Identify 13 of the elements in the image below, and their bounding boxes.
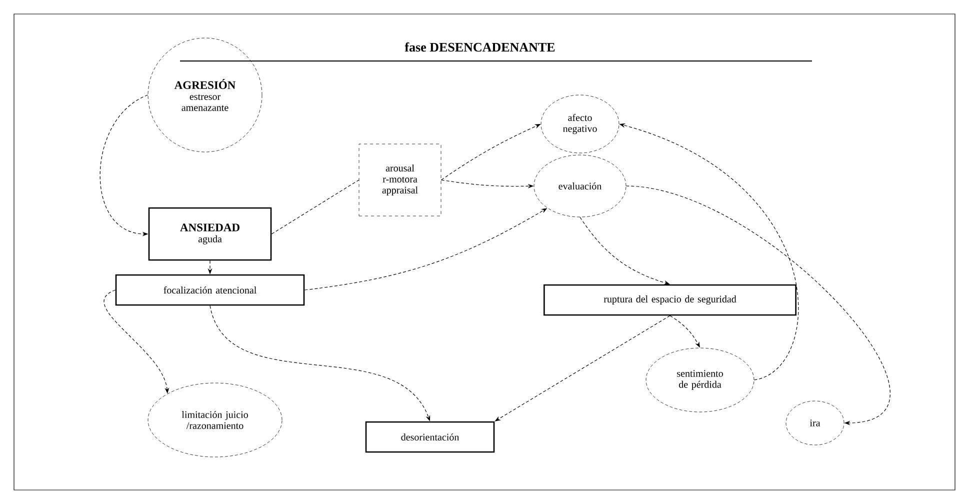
process-box: arousal r-motora appraisal xyxy=(358,144,442,216)
process-box: desorientación xyxy=(365,421,495,453)
ellipse-node: sentimiento de pérdida xyxy=(646,348,754,412)
ellipse-node: afecto negativo xyxy=(540,94,620,154)
ellipse-node: AGRESIÓN estresor amenazante xyxy=(148,38,262,152)
ellipse-node: evaluación xyxy=(534,154,626,218)
process-box: ANSIEDAD aguda xyxy=(148,207,272,261)
arrow xyxy=(626,186,890,426)
ellipse-node: ira xyxy=(786,400,844,446)
process-box: focalización atencional xyxy=(115,274,305,306)
ellipse-node: limitación juicio /razonamiento xyxy=(148,382,282,458)
title: fase DESENCADENANTE xyxy=(404,42,555,52)
process-box: ruptura del espacio de seguridad xyxy=(544,284,796,316)
